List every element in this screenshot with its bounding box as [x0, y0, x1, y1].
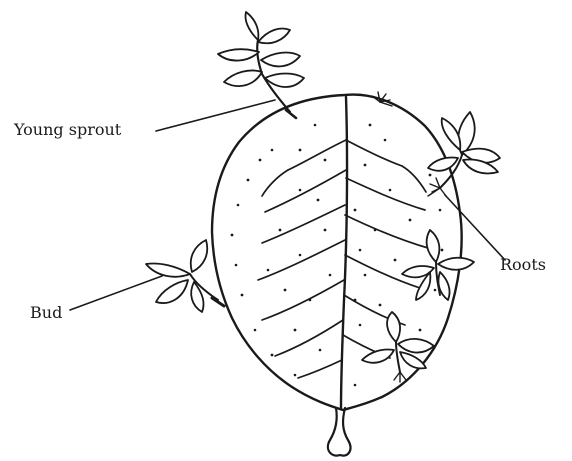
- lower-plantlet: [362, 312, 434, 382]
- label-roots: Roots: [500, 255, 546, 274]
- middle-plantlet: [402, 230, 474, 300]
- bud-leader: [70, 276, 162, 310]
- top-root-tuft: [372, 92, 392, 106]
- leaf-petiole: [328, 408, 351, 456]
- roots-leader: [445, 195, 505, 260]
- young-sprout-plantlet: [218, 12, 304, 118]
- young-sprout-leader: [156, 100, 275, 131]
- label-bud: Bud: [30, 303, 62, 322]
- right-plantlet: [428, 112, 500, 196]
- leaf-midrib: [341, 97, 347, 408]
- label-young-sprout: Young sprout: [14, 120, 121, 139]
